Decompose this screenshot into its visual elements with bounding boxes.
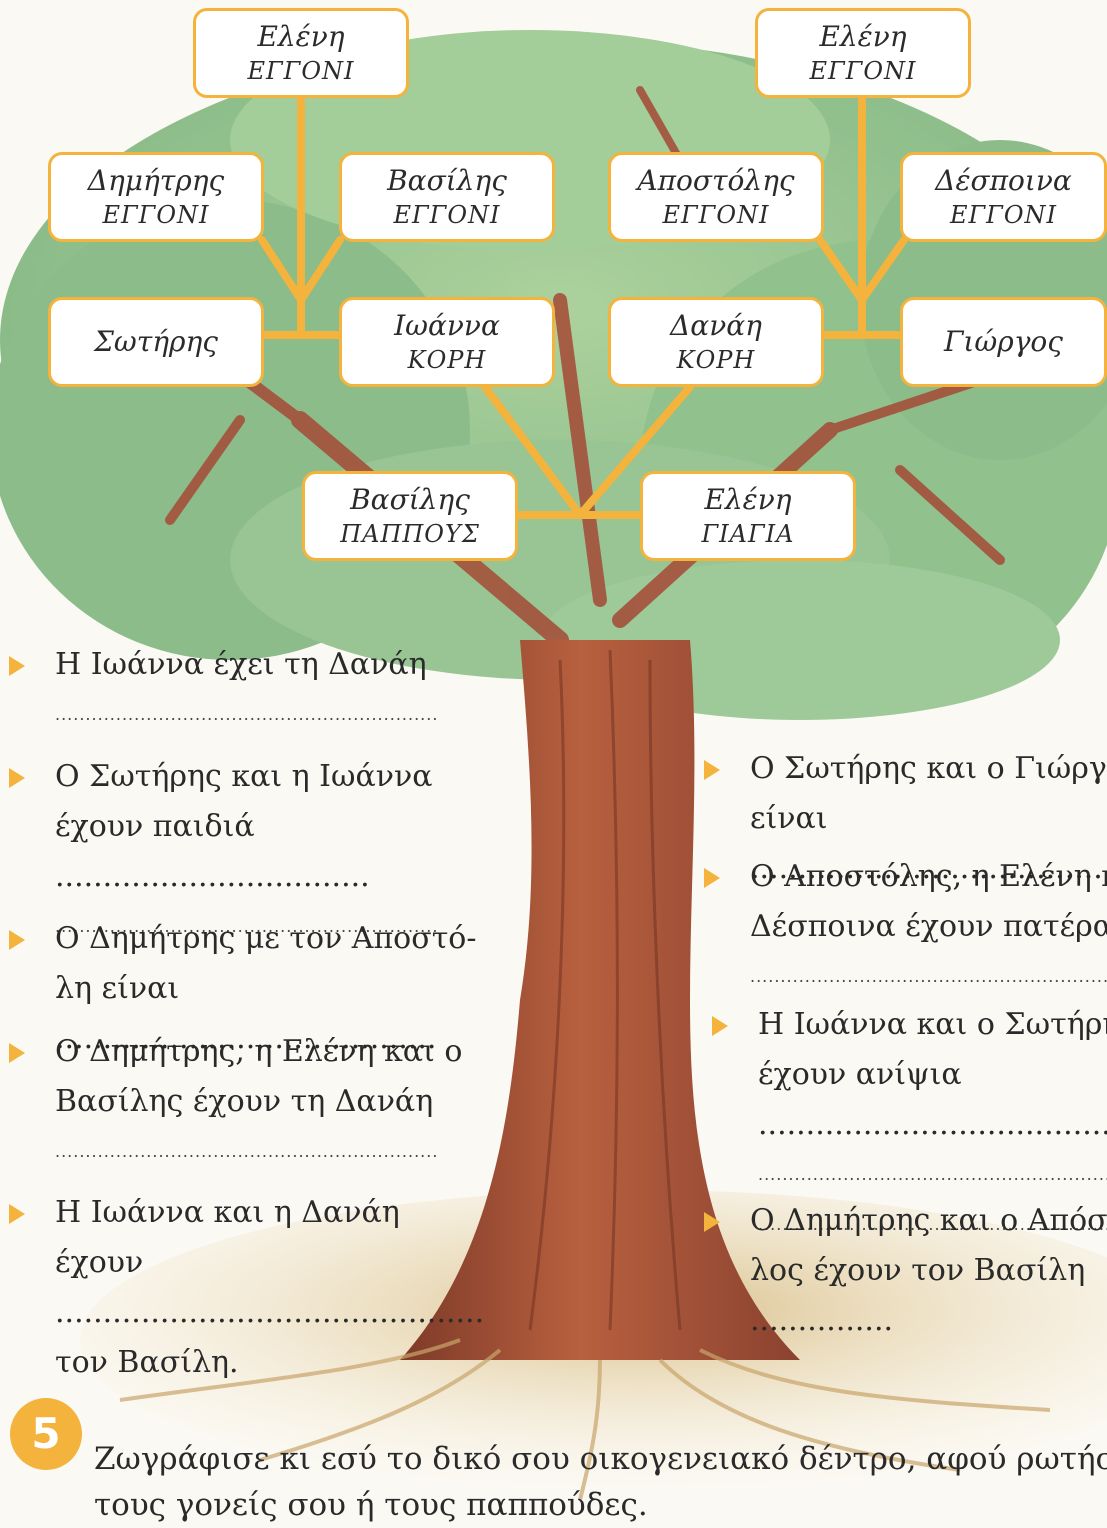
node-role: ΚΟΡΗ <box>677 344 756 376</box>
question-text: Η Ιωάννα έχει τη Δανάη <box>55 640 485 690</box>
bullet-arrow-icon <box>9 1043 25 1063</box>
bullet-arrow-icon <box>9 656 25 676</box>
node-name: Αποστόλης <box>637 163 794 199</box>
activity-instruction: Ζωγράφισε κι εσύ το δικό σου οικογενειακ… <box>94 1436 1107 1528</box>
question-text: Βασίλης έχουν τη Δανάη <box>55 1077 485 1127</box>
question-text: Ο Σωτήρης και η Ιωάννα <box>55 752 485 802</box>
node-name: Γιώργος <box>944 324 1063 360</box>
question-left-5: Η Ιωάννα και η Δανάη έχουν .............… <box>55 1188 485 1388</box>
bullet-arrow-icon <box>712 1016 728 1036</box>
tree-node-dimitris: Δημήτρης ΕΓΓΟΝΙ <box>48 152 264 242</box>
question-left-4: Ο Δημήτρης, η Ελένη και ο Βασίλης έχουν … <box>55 1027 485 1177</box>
question-text[interactable]: έχουν ..................................… <box>55 1238 485 1338</box>
bullet-arrow-icon <box>704 868 720 888</box>
bullet-arrow-icon <box>704 760 720 780</box>
node-role: ΕΓΓΟΝΙ <box>810 55 917 87</box>
bullet-arrow-icon <box>9 930 25 950</box>
right-column-clip: Ο Σωτήρης και ο Γιώργος είναι ..........… <box>700 730 1107 1350</box>
answer-blank[interactable]: ........................................… <box>55 690 485 740</box>
tree-node-vasilis-grandchild: Βασίλης ΕΓΓΟΝΙ <box>339 152 555 242</box>
question-text: Η Ιωάννα και η Δανάη <box>55 1188 485 1238</box>
tree-node-ioanna: Ιωάννα ΚΟΡΗ <box>339 297 555 387</box>
question-text[interactable]: έχουν ανίψια ...........................… <box>758 1050 1107 1150</box>
question-text: Ο Δημήτρης με τον Αποστό- <box>55 914 485 964</box>
node-role: ΕΓΓΟΝΙ <box>663 199 770 231</box>
node-role: ΕΓΓΟΝΙ <box>248 55 355 87</box>
question-text: Δέσποινα έχουν πατέρα <box>750 902 1107 952</box>
question-text: Ο Σωτήρης και ο Γιώργος <box>750 744 1107 794</box>
node-role: ΕΓΓΟΝΙ <box>950 199 1057 231</box>
activity-text-line-2: τους γονείς σου ή τους παππούδες. <box>94 1482 1107 1528</box>
bullet-arrow-icon <box>9 1204 25 1224</box>
node-name: Ελένη <box>819 19 906 55</box>
question-text: Η Ιωάννα και ο Σωτήρης <box>758 1000 1107 1050</box>
tree-node-sotiris: Σωτήρης <box>48 297 264 387</box>
bullet-arrow-icon <box>9 768 25 788</box>
question-text: Ο Δημήτρης, η Ελένη και ο <box>55 1027 485 1077</box>
node-name: Ιωάννα <box>394 308 500 344</box>
answer-blank[interactable]: ........................................… <box>750 1346 1107 1350</box>
node-name: Βασίλης <box>387 163 507 199</box>
node-role: ΚΟΡΗ <box>408 344 487 376</box>
tree-node-apostolis: Αποστόλης ΕΓΓΟΝΙ <box>608 152 824 242</box>
question-text: τον Βασίλη. <box>55 1338 485 1388</box>
node-name: Δανάη <box>670 308 762 344</box>
activity-text-line-1: Ζωγράφισε κι εσύ το δικό σου οικογενειακ… <box>94 1436 1107 1482</box>
node-name: Βασίλης <box>350 482 470 518</box>
node-role: ΕΓΓΟΝΙ <box>394 199 501 231</box>
question-text: Ο Αποστόλης, η Ελένη και η <box>750 852 1107 902</box>
question-text[interactable]: λος έχουν τον Βασίλη ............... <box>750 1246 1107 1346</box>
node-name: Ελένη <box>257 19 344 55</box>
question-left-1: Η Ιωάννα έχει τη Δανάη .................… <box>55 640 485 740</box>
tree-node-eleni-grandma: Ελένη ΓΙΑΓΙΑ <box>640 471 856 561</box>
node-role: ΕΓΓΟΝΙ <box>103 199 210 231</box>
tree-node-eleni-grandchild-right: Ελένη ΕΓΓΟΝΙ <box>755 8 971 98</box>
activity-number-badge: 5 <box>10 1398 82 1470</box>
answer-blank[interactable]: ........................................… <box>758 1150 1107 1200</box>
tree-node-giorgos: Γιώργος <box>900 297 1107 387</box>
node-role: ΠΑΠΠΟΥΣ <box>340 518 480 550</box>
node-name: Σωτήρης <box>94 324 218 360</box>
node-role: ΓΙΑΓΙΑ <box>702 518 795 550</box>
answer-blank[interactable]: ........................................… <box>55 1127 485 1177</box>
question-right-2: Ο Αποστόλης, η Ελένη και η Δέσποινα έχου… <box>750 852 1107 1002</box>
question-text[interactable]: έχουν παιδιά ...........................… <box>55 802 485 902</box>
node-name: Ελένη <box>704 482 791 518</box>
bullet-arrow-icon <box>704 1212 720 1232</box>
node-name: Δημήτρης <box>88 163 224 199</box>
answer-blank[interactable]: ........................................… <box>750 952 1107 1002</box>
tree-node-despoina: Δέσποινα ΕΓΓΟΝΙ <box>900 152 1107 242</box>
tree-node-danai: Δανάη ΚΟΡΗ <box>608 297 824 387</box>
tree-node-eleni-grandchild-left: Ελένη ΕΓΓΟΝΙ <box>193 8 409 98</box>
question-right-4: Ο Δημήτρης και ο Απόστο- λος έχουν τον Β… <box>750 1196 1107 1350</box>
question-text: Ο Δημήτρης και ο Απόστο- <box>750 1196 1107 1246</box>
node-name: Δέσποινα <box>935 163 1072 199</box>
tree-node-vasilis-grandpa: Βασίλης ΠΑΠΠΟΥΣ <box>302 471 518 561</box>
